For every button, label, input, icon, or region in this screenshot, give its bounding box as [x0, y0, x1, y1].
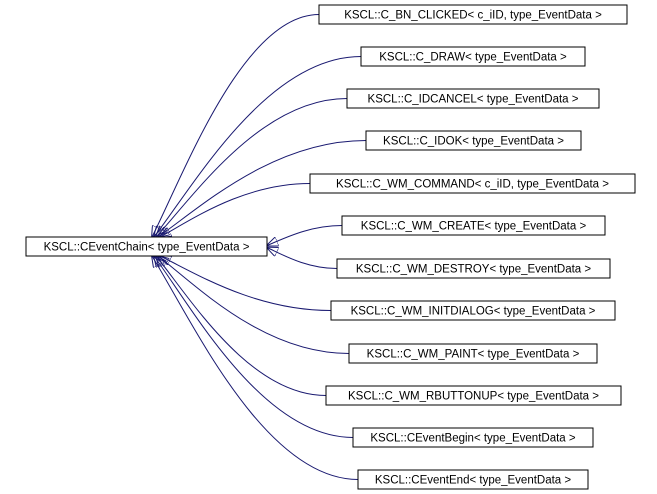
- derived-class-box: [346, 88, 600, 109]
- derived-class-box: [365, 130, 582, 151]
- inheritance-edge: [156, 98, 348, 238]
- derived-class-node[interactable]: KSCL::C_IDOK< type_EventData >: [365, 130, 582, 151]
- derived-class-node[interactable]: KSCL::C_WM_PAINT< type_EventData >: [348, 343, 598, 364]
- derived-class-box: [309, 173, 636, 194]
- inheritance-edges: [152, 14, 367, 480]
- derived-class-node[interactable]: KSCL::C_WM_COMMAND< c_iID, type_EventDat…: [309, 173, 636, 194]
- derived-class-label: KSCL::C_WM_DESTROY< type_EventData >: [356, 264, 591, 276]
- derived-class-node[interactable]: KSCL::C_WM_DESTROY< type_EventData >: [336, 258, 611, 279]
- derived-class-node[interactable]: KSCL::C_WM_RBUTTONUP< type_EventData >: [325, 385, 622, 406]
- derived-class-node[interactable]: KSCL::C_IDCANCEL< type_EventData >: [346, 88, 600, 109]
- derived-class-label: KSCL::C_WM_PAINT< type_EventData >: [367, 349, 580, 361]
- derived-class-node[interactable]: KSCL::C_WM_INITDIALOG< type_EventData >: [330, 300, 616, 321]
- inheritance-edge: [154, 56, 362, 238]
- derived-class-label: KSCL::C_BN_CLICKED< c_iID, type_EventDat…: [344, 10, 602, 22]
- derived-class-box: [341, 215, 606, 236]
- inheritance-edge: [158, 256, 350, 354]
- derived-class-box: [360, 46, 586, 67]
- inheritance-edge: [152, 256, 359, 480]
- base-class-node[interactable]: KSCL::CEventChain< type_EventData >: [25, 236, 268, 257]
- derived-class-box: [357, 469, 589, 490]
- derived-class-label: KSCL::C_WM_INITDIALOG< type_EventData >: [351, 306, 596, 318]
- inheritance-edge: [160, 256, 332, 311]
- inheritance-edge: [267, 225, 343, 246]
- derived-class-box: [318, 4, 628, 25]
- base-class-label: KSCL::CEventChain< type_EventData >: [44, 242, 250, 254]
- derived-class-box: [330, 300, 616, 321]
- inheritance-edge: [152, 14, 320, 238]
- derived-class-label: KSCL::C_DRAW< type_EventData >: [379, 52, 567, 64]
- derived-class-label: KSCL::C_IDOK< type_EventData >: [383, 136, 564, 148]
- derived-class-node[interactable]: KSCL::CEventBegin< type_EventData >: [352, 427, 594, 448]
- derived-class-box: [352, 427, 594, 448]
- derived-class-node[interactable]: KSCL::CEventEnd< type_EventData >: [357, 469, 589, 490]
- base-class-box: [25, 236, 268, 257]
- derived-class-label: KSCL::C_WM_RBUTTONUP< type_EventData >: [348, 391, 599, 403]
- derived-class-box: [336, 258, 611, 279]
- derived-class-label: KSCL::CEventEnd< type_EventData >: [375, 475, 572, 487]
- derived-class-box: [325, 385, 622, 406]
- derived-class-node[interactable]: KSCL::C_DRAW< type_EventData >: [360, 46, 586, 67]
- derived-class-node[interactable]: KSCL::C_BN_CLICKED< c_iID, type_EventDat…: [318, 4, 628, 25]
- derived-class-label: KSCL::C_WM_CREATE< type_EventData >: [361, 221, 587, 233]
- inheritance-edge: [154, 256, 354, 438]
- derived-class-label: KSCL::C_WM_COMMAND< c_iID, type_EventDat…: [336, 179, 609, 191]
- inheritance-edge: [158, 140, 367, 238]
- derived-class-node[interactable]: KSCL::C_WM_CREATE< type_EventData >: [341, 215, 606, 236]
- derived-class-box: [348, 343, 598, 364]
- inheritance-edge: [267, 248, 338, 269]
- inheritance-edge: [156, 256, 327, 396]
- inheritance-edge: [160, 183, 311, 238]
- derived-class-label: KSCL::C_IDCANCEL< type_EventData >: [368, 94, 579, 106]
- derived-class-label: KSCL::CEventBegin< type_EventData >: [370, 433, 575, 445]
